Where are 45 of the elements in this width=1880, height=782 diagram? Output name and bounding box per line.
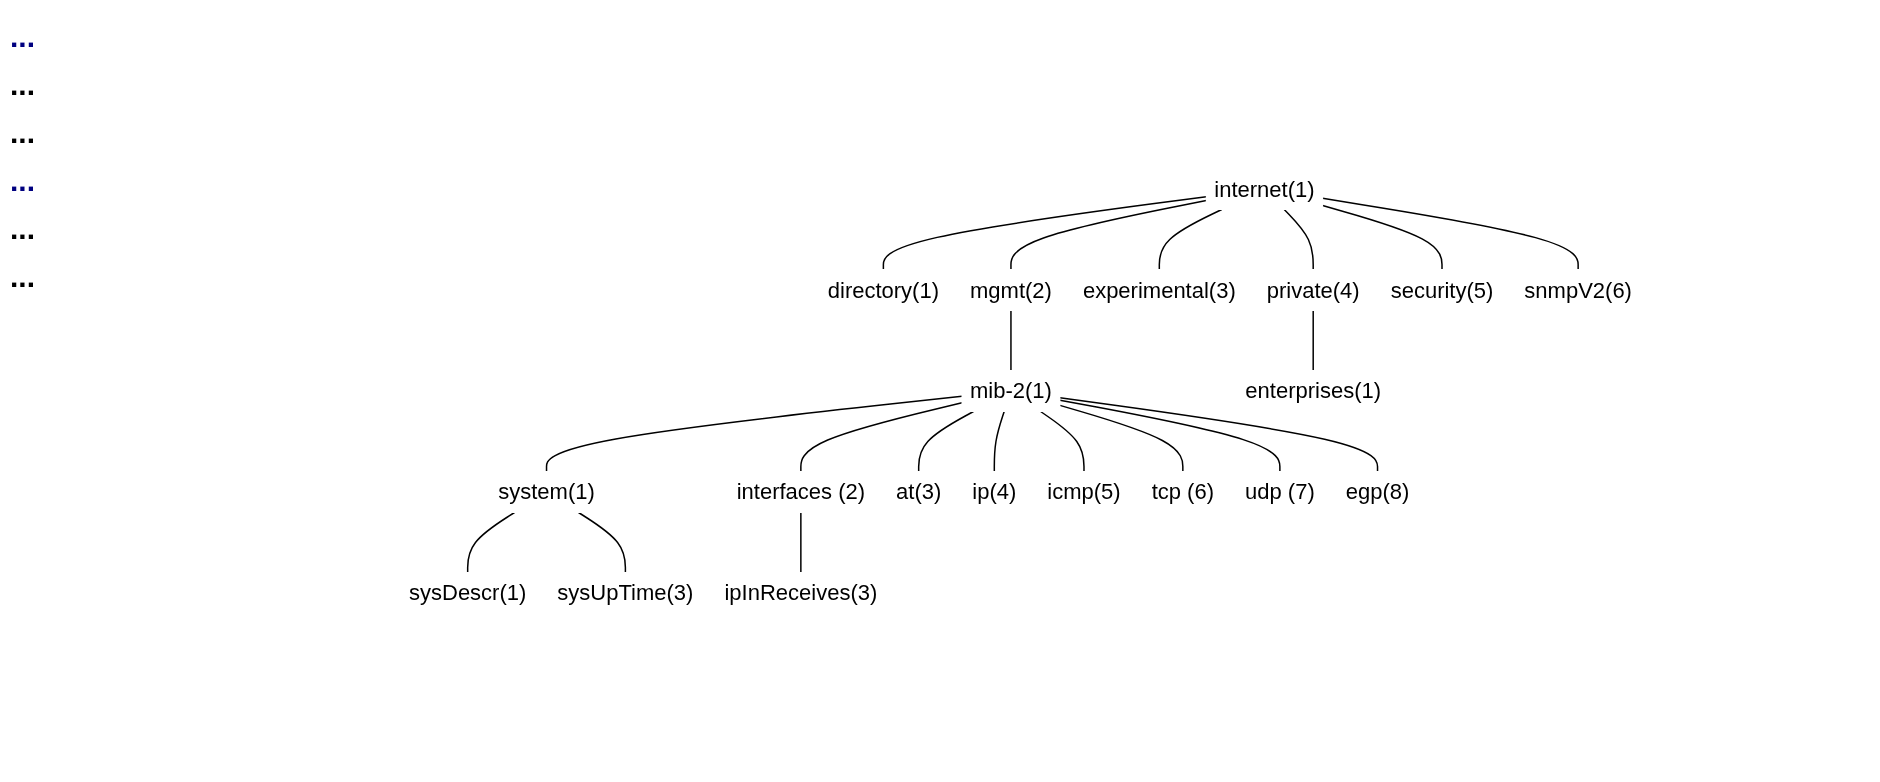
ellipsis-note: ... <box>10 68 36 102</box>
node-text: ip(4) <box>971 479 1016 505</box>
node-text: directory(1) <box>827 277 939 303</box>
connector <box>799 402 963 473</box>
node-text: sysUpTime(3) <box>556 580 693 606</box>
ellipsis-note: ... <box>10 20 36 54</box>
connector <box>466 511 515 574</box>
connector <box>1058 397 1378 473</box>
connector <box>577 511 626 574</box>
ellipsis-note: ... <box>10 116 36 150</box>
connector <box>1312 309 1314 372</box>
connector <box>545 395 963 473</box>
node-text: sysDescr(1) <box>408 580 526 606</box>
connector <box>1058 404 1184 473</box>
node-text: security(5) <box>1390 277 1493 303</box>
ellipsis-note: ... <box>10 212 36 246</box>
connector <box>882 195 1207 271</box>
connector <box>1039 410 1085 473</box>
node-text: tcp (6) <box>1151 479 1214 505</box>
node-text: system(1) <box>497 479 595 505</box>
connector <box>1321 204 1443 271</box>
node-text: experimental(3) <box>1082 277 1236 303</box>
node-text: snmpV2(6) <box>1523 277 1632 303</box>
connector <box>1058 399 1281 473</box>
connector <box>1283 208 1314 271</box>
node-text: icmp(5) <box>1046 479 1121 505</box>
ellipsis-note: ... <box>10 260 36 294</box>
connector <box>1321 197 1579 271</box>
connector <box>1009 199 1207 271</box>
connector <box>1158 208 1223 271</box>
ellipsis-note: ... <box>10 164 36 198</box>
node-text: internet(1) <box>1213 176 1315 202</box>
node-text: interfaces (2) <box>736 479 865 505</box>
node-text: private(4) <box>1266 277 1360 303</box>
connector <box>1009 309 1012 372</box>
node-text: egp(8) <box>1345 479 1409 505</box>
node-text: mgmt(2) <box>969 277 1052 303</box>
node-text: ipInReceives(3) <box>723 580 877 606</box>
connector <box>917 410 974 473</box>
node-text: udp (7) <box>1244 479 1315 505</box>
connector <box>799 511 802 574</box>
connector <box>993 410 1005 473</box>
node-text: at(3) <box>895 479 941 505</box>
node-text: enterprises(1) <box>1244 378 1381 404</box>
node-text: mib-2(1) <box>969 378 1052 404</box>
